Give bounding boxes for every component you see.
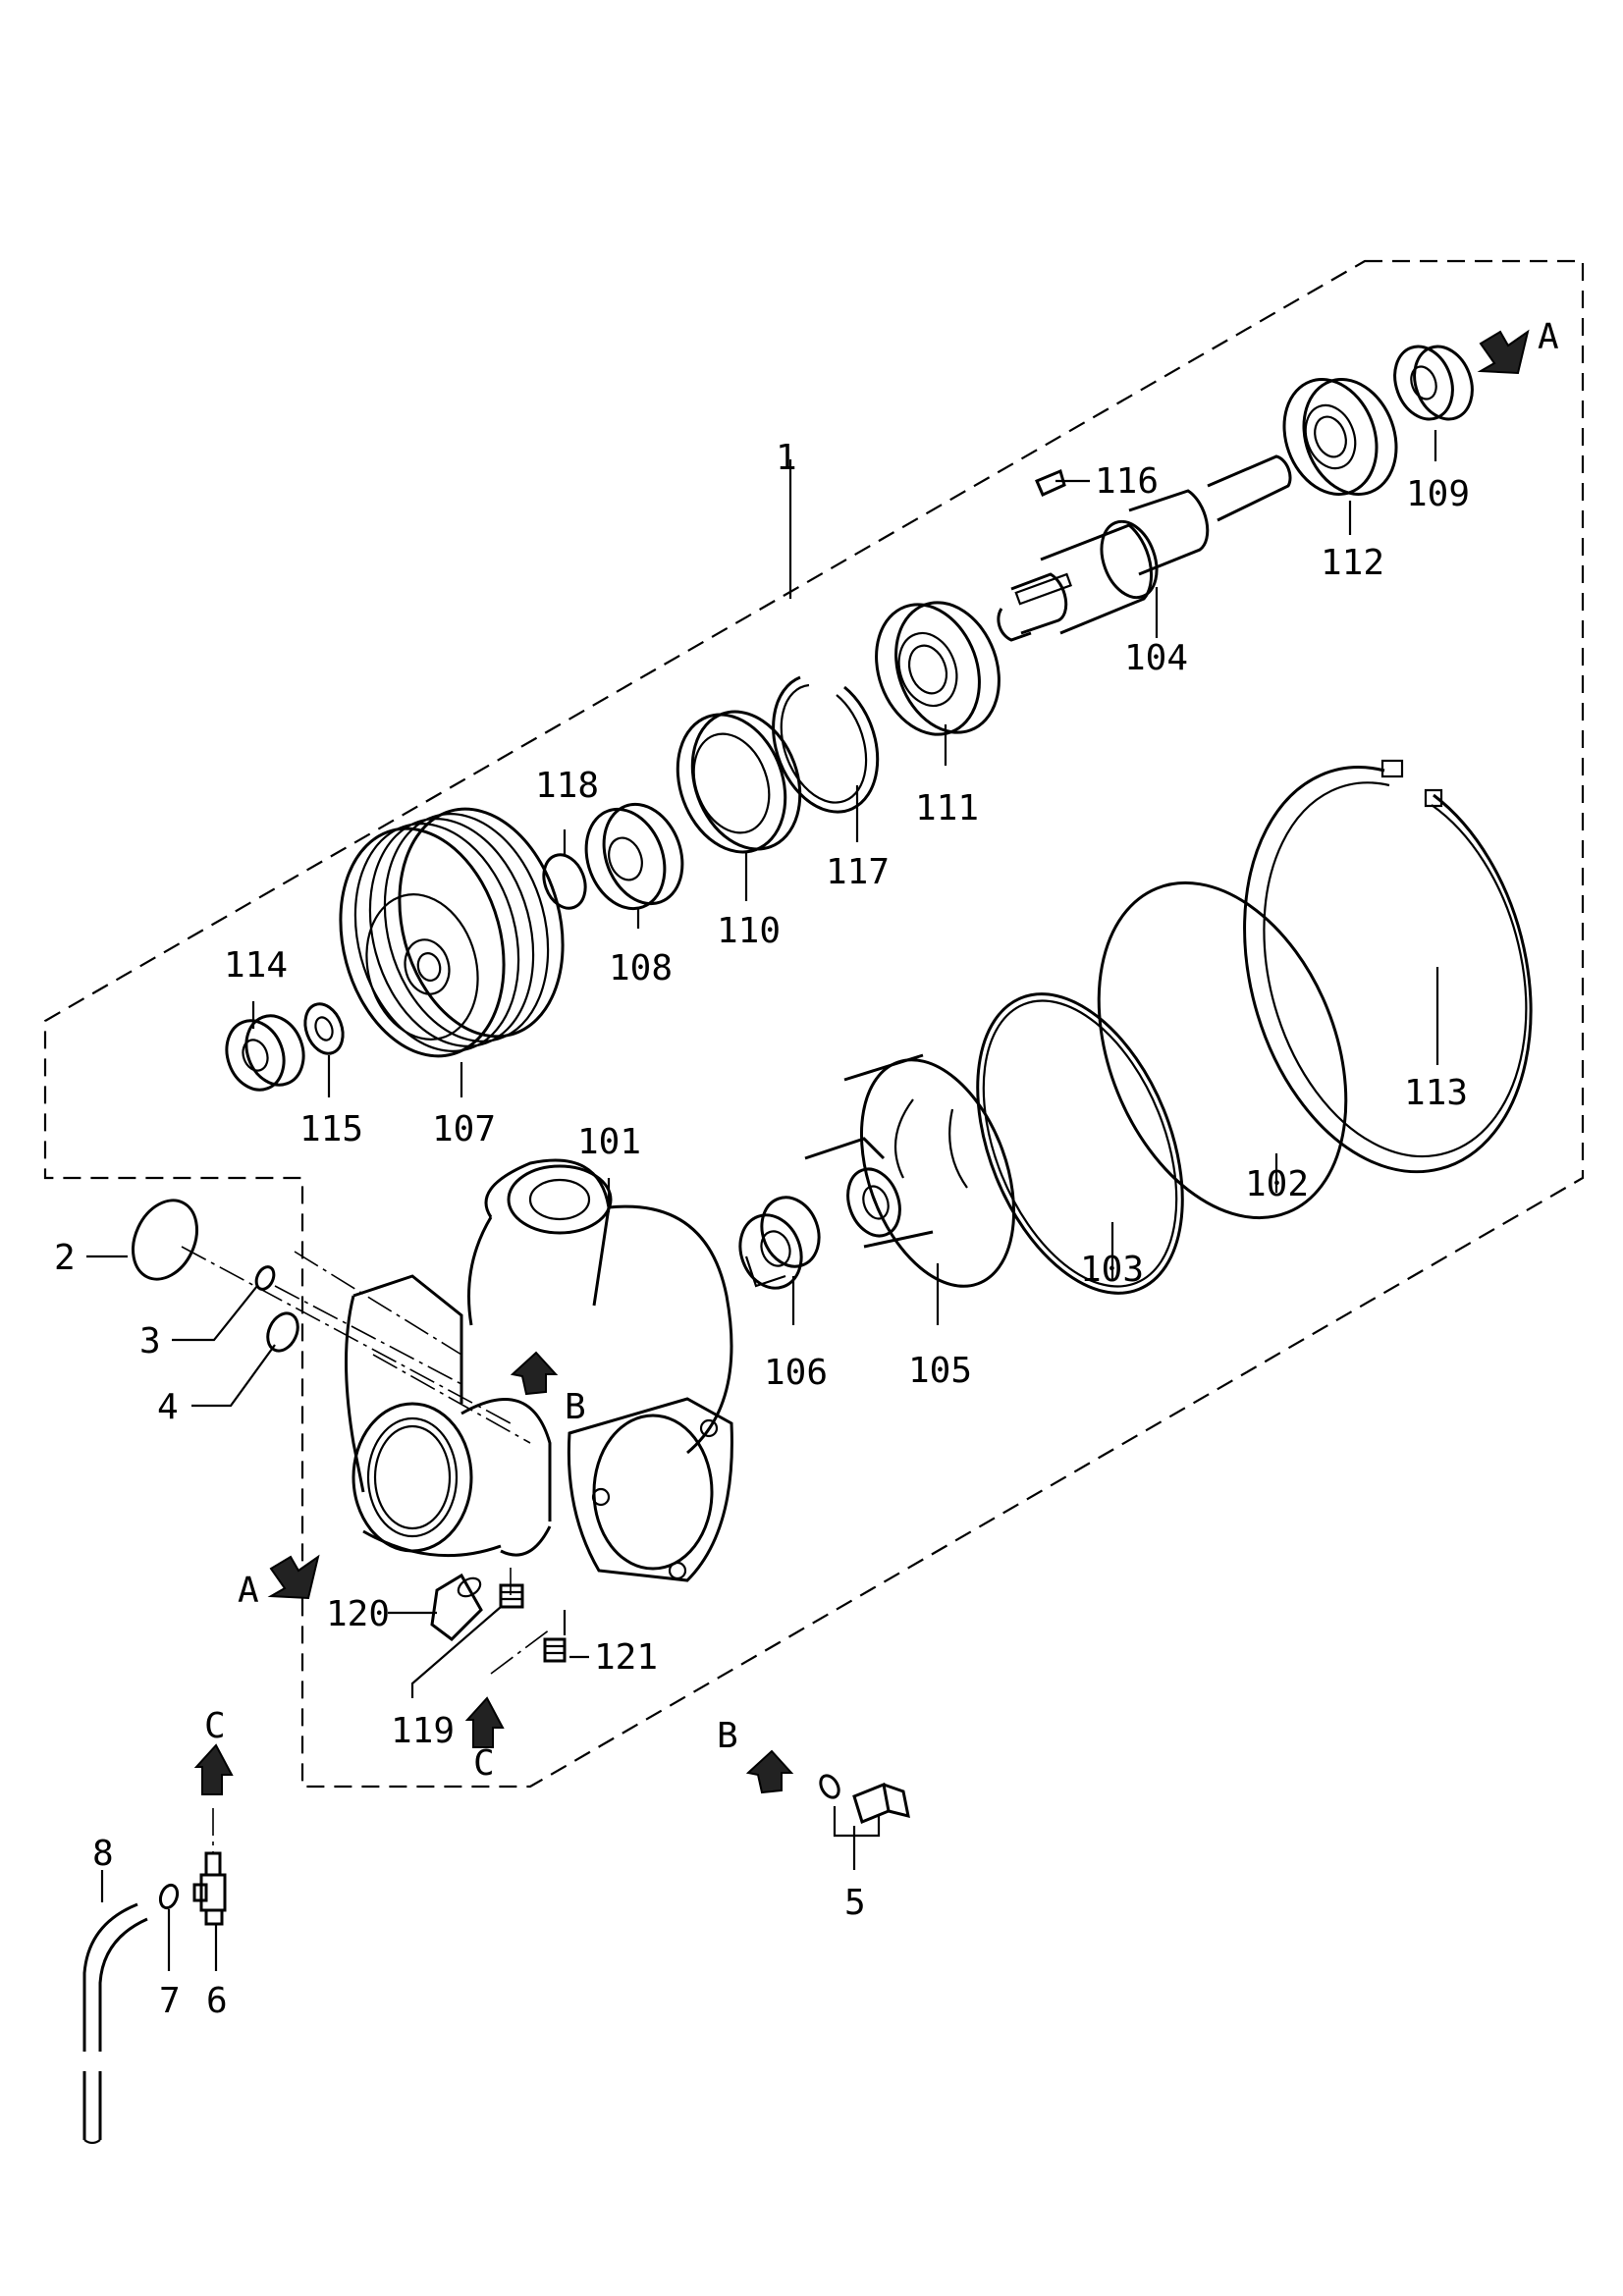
part-110-seal [676, 710, 802, 854]
part-114-nut [225, 1014, 305, 1092]
label-part-109: 109 [1406, 474, 1470, 514]
view-label-c-body: C [473, 1743, 495, 1784]
part-112-bearing [1282, 378, 1398, 496]
label-part-6: 6 [206, 1981, 228, 2021]
label-part-4: 4 [157, 1387, 179, 1427]
label-part-114: 114 [224, 945, 288, 986]
view-label-a-top: A [1538, 317, 1559, 357]
view-arrow-c-body [464, 1696, 505, 1748]
view-label-a-left: A [238, 1571, 259, 1611]
part-119-plug [499, 1583, 524, 1609]
view-arrow-c-fitting [193, 1743, 234, 1795]
view-arrow-a-left [267, 1554, 320, 1600]
label-part-119: 119 [391, 1711, 455, 1751]
label-part-116: 116 [1095, 461, 1159, 502]
part-120-pin [430, 1573, 483, 1641]
leader-lines [86, 430, 1439, 1971]
label-part-103: 103 [1080, 1250, 1144, 1290]
view-label-c-fitting: C [204, 1706, 226, 1746]
part-106-seal-unit [738, 1196, 821, 1290]
part-116-key [1035, 468, 1066, 497]
label-part-107: 107 [432, 1109, 496, 1149]
part-111-bearing [875, 601, 1001, 736]
assembly-boundary [43, 259, 1585, 1789]
part-102-plate [1097, 881, 1348, 1220]
view-label-b-bolt: B [717, 1716, 738, 1756]
label-part-104: 104 [1124, 638, 1188, 678]
view-label-b-body: B [565, 1387, 586, 1427]
part-4-o-ring [266, 1311, 299, 1353]
label-part-105: 105 [908, 1351, 972, 1391]
label-assembly-1: 1 [776, 438, 797, 478]
part-103-o-ring [976, 992, 1184, 1295]
part-7-clip [158, 1883, 180, 1910]
part-113-retaining-ring [1243, 759, 1533, 1174]
label-part-110: 110 [717, 911, 781, 951]
part-101-pump-body [294, 1158, 733, 1582]
label-part-2: 2 [54, 1238, 76, 1278]
part-5-bolt [819, 1774, 910, 1825]
part-118-o-ring [542, 853, 587, 910]
label-part-108: 108 [609, 948, 673, 988]
label-part-7: 7 [159, 1981, 181, 2021]
label-part-3: 3 [139, 1321, 161, 1362]
label-part-8: 8 [92, 1834, 114, 1874]
label-part-113: 113 [1404, 1073, 1468, 1113]
part-108-collar [584, 802, 684, 911]
view-arrow-a-top [1477, 329, 1530, 375]
label-part-121: 121 [594, 1637, 658, 1678]
part-109-washer [1393, 345, 1474, 421]
label-part-120: 120 [326, 1594, 390, 1634]
part-105-impeller [804, 1053, 1016, 1288]
label-part-111: 111 [915, 788, 979, 828]
label-part-106: 106 [764, 1353, 828, 1393]
part-2-o-ring [132, 1199, 198, 1281]
label-part-118: 118 [535, 766, 599, 806]
part-6-fitting [192, 1851, 227, 1926]
part-117-snap-ring [772, 675, 880, 814]
part-121-plug [543, 1637, 567, 1663]
label-part-112: 112 [1321, 543, 1384, 583]
view-arrow-b-body [510, 1351, 559, 1396]
label-part-5: 5 [844, 1883, 866, 1923]
label-part-101: 101 [577, 1122, 641, 1162]
part-107-pulley [339, 807, 565, 1058]
part-8-hose [82, 1902, 148, 2145]
part-104-shaft [997, 454, 1292, 642]
part-115-washer [303, 1002, 345, 1055]
view-arrow-b-bolt [745, 1749, 794, 1794]
label-part-117: 117 [826, 852, 890, 892]
label-part-102: 102 [1245, 1164, 1309, 1204]
label-part-115: 115 [299, 1109, 363, 1149]
